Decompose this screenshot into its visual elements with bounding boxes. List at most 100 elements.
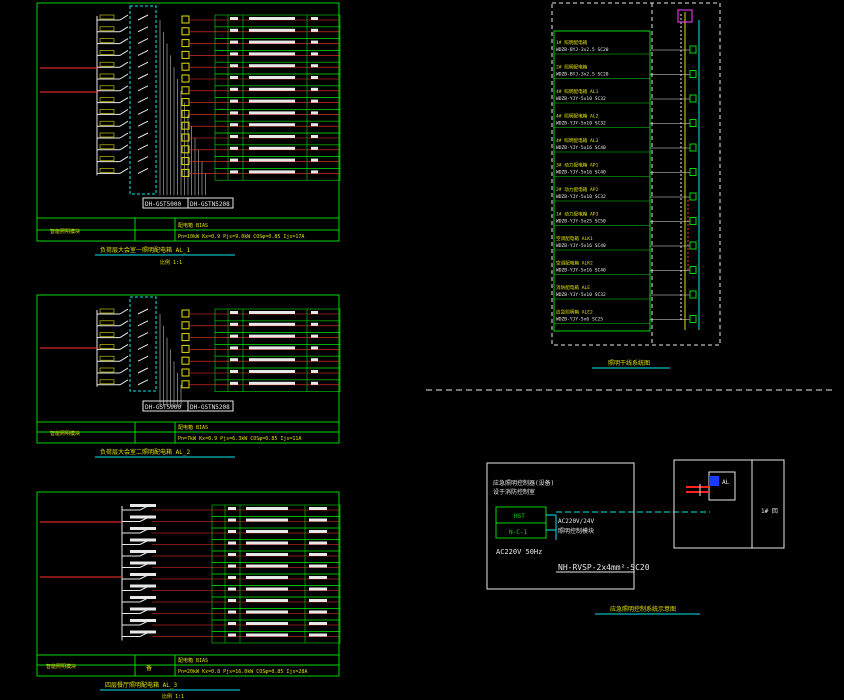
relay-icon	[181, 344, 190, 353]
circuit-no-block	[228, 622, 236, 625]
module-switch	[137, 73, 149, 80]
panel-al2-bottom-left: 智能照明模块	[50, 430, 80, 437]
breaker-switch	[119, 120, 129, 127]
branch-label-marker	[99, 379, 115, 385]
breaker-switch	[119, 97, 129, 104]
breaker-switch	[119, 167, 129, 174]
load-text-block	[311, 17, 318, 20]
riser-entry-name: 消防配电箱 ALE	[556, 284, 590, 291]
module-switch	[137, 132, 149, 139]
riser-entry-cable: WDZB-YJY-5x16 SC40	[556, 170, 606, 176]
circuit-no-block	[230, 17, 238, 20]
branch-label-marker	[99, 26, 115, 32]
circuit-no-block	[228, 564, 236, 568]
panel-al3-diagram: 备 配电箱 BIAS Pn=20kW Kx=0.8 Pjs=16.0kW COS…	[36, 491, 341, 700]
riser-entry-name: 2# 动力配电箱 AP2	[556, 186, 599, 193]
riser-entry-cable: WDZB-YJY-5x6 SC25	[556, 317, 603, 323]
control-power: AC220V 50Hz	[496, 548, 542, 556]
load-text-block	[311, 346, 318, 350]
riser-box-icon	[689, 143, 697, 152]
load-text-block	[309, 587, 327, 591]
panel-al1-note: 配电箱 BIAS	[178, 222, 208, 229]
branch-label-marker	[99, 50, 115, 55]
control-note-1: AC220V/24V	[558, 518, 595, 525]
control-title: 应急照明控制系统示意图	[610, 605, 676, 613]
branch-label-marker	[99, 308, 115, 314]
riser-entry-cable: WDZB-YJY-5x16 SC40	[556, 268, 606, 274]
load-text-block	[311, 370, 318, 373]
circuit-no-block	[230, 40, 238, 44]
breaker-text-block	[130, 584, 156, 588]
breaker-switch	[119, 367, 129, 374]
riser-entry-name: 1# 照明配电箱	[556, 39, 588, 46]
control-diagram: 应急照明控制器(设备) 设于消防控制室 HST N-C-1 AC220V 50H…	[486, 459, 785, 615]
cable-spec-text-block	[246, 564, 288, 568]
module-switch	[137, 14, 149, 21]
relay-icon	[181, 98, 190, 107]
load-text-block	[311, 322, 318, 326]
relay-icon	[181, 368, 190, 377]
branch-label-marker	[99, 156, 115, 161]
cable-spec-text-block	[246, 518, 288, 522]
circuit-no-block	[228, 530, 236, 533]
circuit-no-block	[230, 370, 238, 373]
circuit-no-block	[228, 633, 236, 637]
panel-al1-switch-label-1: DH-GST5000	[145, 201, 182, 208]
circuit-no-block	[230, 123, 238, 127]
load-text-block	[309, 530, 327, 533]
circuit-no-block	[230, 158, 238, 162]
load-text-block	[309, 622, 327, 625]
riser-entry-name: 2# 照明配电箱	[556, 64, 588, 71]
module-switch	[137, 144, 149, 151]
load-text-block	[309, 518, 327, 522]
circuit-table-row	[211, 631, 341, 644]
riser-box-icon	[689, 192, 697, 201]
branch-label-marker	[99, 332, 115, 337]
control-module-label: AL	[722, 479, 730, 486]
relay-icon	[181, 309, 190, 318]
panel-al1-switch-label-2: DH-GSTN5208	[190, 201, 230, 208]
breaker-text-block	[130, 504, 156, 507]
breaker-text-block	[130, 561, 156, 565]
load-text-block	[309, 553, 327, 556]
module-switch	[137, 85, 149, 92]
load-text-block	[309, 541, 327, 545]
cable-spec-text-block	[249, 17, 295, 20]
module-switch	[137, 156, 149, 163]
panel-al1-incomer	[40, 67, 98, 93]
riser-entry-name: 4# 照明配电箱 AL2	[556, 113, 599, 120]
panel-al3-bottom-left: 智能照明模块	[46, 663, 76, 670]
relay-icon	[181, 356, 190, 365]
load-text-block	[311, 64, 318, 68]
riser-entry-cable: WDZB-YJY-5x16 SC40	[556, 243, 606, 249]
cable-spec-text-block	[246, 576, 288, 579]
module-switch	[137, 379, 149, 386]
relay-icon	[181, 321, 190, 330]
circuit-no-block	[230, 146, 238, 150]
branch-label-marker	[99, 97, 115, 102]
module-switch	[137, 355, 149, 362]
cable-spec-text-block	[249, 135, 295, 138]
load-text-block	[309, 599, 327, 602]
riser-entry-cable: WDZB-YJY-5x25 SC50	[556, 219, 606, 225]
module-switch	[137, 320, 149, 327]
breaker-text-block	[130, 538, 156, 542]
riser-table	[553, 30, 651, 332]
panel-al2-frame	[36, 294, 340, 444]
cable-spec-text-block	[249, 76, 295, 79]
load-text-block	[309, 507, 327, 510]
control-box-nc-label: N-C-1	[509, 529, 527, 536]
relay-icon	[181, 74, 190, 83]
relay-icon	[181, 109, 190, 118]
riser-entry-name: 空调配电箱 ALK1	[556, 235, 593, 242]
circuit-no-block	[228, 576, 236, 579]
module-switch	[137, 38, 149, 45]
riser-entry-cable: WDZB-BYJ-3x2.5 SC20	[556, 72, 609, 78]
control-cable-label: NH-RVSP-2x4mm²-SC20	[558, 563, 650, 572]
panel-al3-circuit-rows	[121, 504, 341, 644]
breaker-text-block	[130, 630, 156, 634]
breaker-switch	[119, 156, 129, 163]
riser-title: 照明干线系统图	[608, 359, 650, 367]
panel-al3-spec: Pn=20kW Kx=0.8 Pjs=16.0kW COSφ=0.85 Ijs=…	[178, 669, 307, 675]
